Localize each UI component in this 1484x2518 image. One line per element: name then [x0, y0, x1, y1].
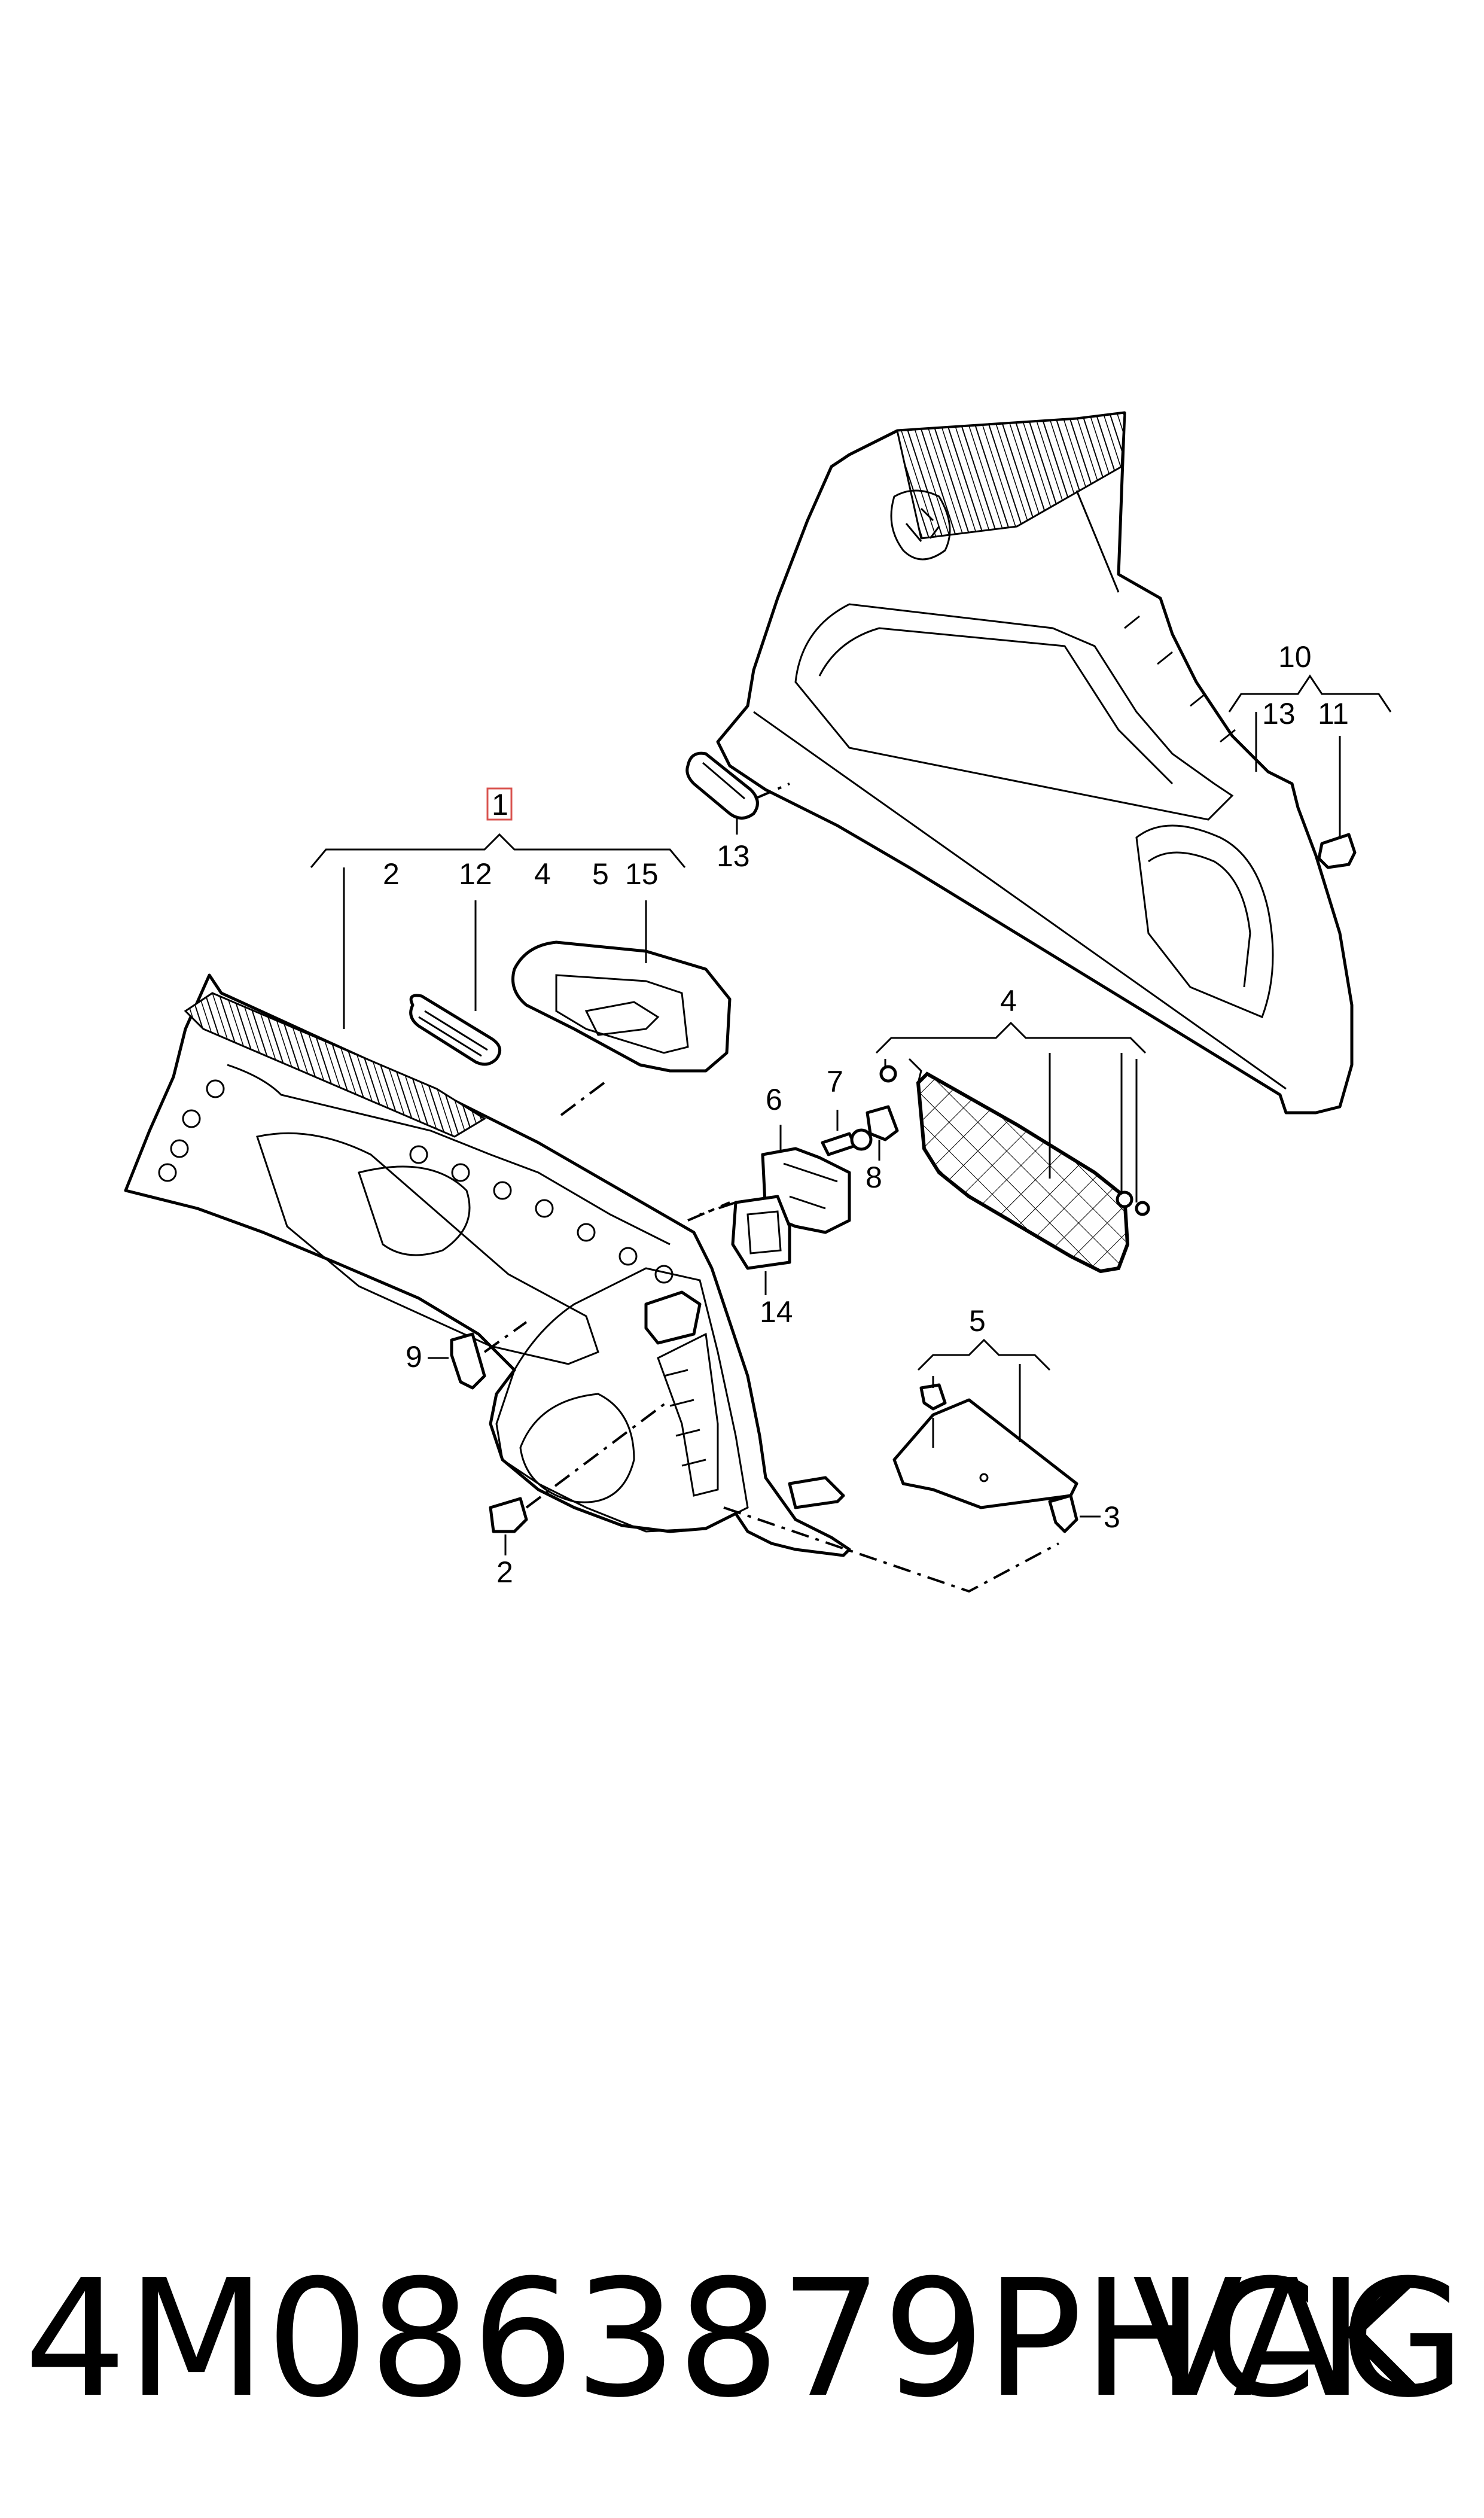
part-4-net — [908, 1058, 1130, 1274]
part-7-screw — [821, 1110, 873, 1156]
callout-13-right: 13 — [1262, 697, 1296, 730]
part-8-clip — [866, 1105, 899, 1161]
callout-11: 11 — [1318, 697, 1349, 730]
bracket-5-cover — [917, 1338, 1051, 1448]
part-5-cover — [892, 1383, 1078, 1509]
leader-13-left — [754, 783, 790, 800]
callout-6: 6 — [766, 1083, 782, 1116]
net-clip-right-a — [1116, 1191, 1133, 1208]
leader-2-bottom — [525, 1399, 671, 1509]
bracket-4-net — [875, 1021, 1147, 1202]
bracket-10 — [1228, 674, 1392, 838]
part-13-trim-strip — [685, 751, 759, 820]
callout-14: 14 — [760, 1295, 793, 1329]
callout-10: 10 — [1278, 640, 1312, 674]
leader-15-cover — [555, 1082, 605, 1120]
callout-4-top: 4 — [534, 857, 551, 891]
left-side-trim-panel — [124, 973, 851, 1557]
brand-label: VAG — [1132, 2245, 1465, 2433]
part-12-handle — [409, 994, 502, 1066]
callout-2-bottom: 2 — [496, 1555, 513, 1589]
part-14-module — [731, 1195, 791, 1295]
part-11-clip — [1317, 833, 1357, 869]
callout-7: 7 — [827, 1065, 843, 1098]
callout-2-top: 2 — [383, 857, 400, 891]
net-clip-right-b — [1135, 1201, 1150, 1216]
callout-4-net: 4 — [1000, 984, 1017, 1018]
callout-1: 1 — [492, 788, 508, 821]
part-number-code: 4M0863879PHCK — [24, 2245, 1423, 2433]
callout-5-cover: 5 — [969, 1304, 986, 1338]
part-3-clip — [1048, 1494, 1101, 1533]
leader-bracket-to-net — [687, 1201, 730, 1222]
right-side-trim-panel — [716, 411, 1354, 1115]
callout-3: 3 — [1104, 1500, 1120, 1534]
callout-5-top: 5 — [592, 857, 609, 891]
part-9-bracket — [428, 1332, 486, 1390]
callout-8: 8 — [866, 1161, 882, 1194]
callout-13-left: 13 — [717, 839, 750, 873]
footer-caption: 4M0863879PHCK VAG — [24, 2249, 1471, 2429]
callout-9: 9 — [406, 1340, 422, 1374]
leader-cover-to-panel — [723, 1506, 1059, 1593]
part-15-cover — [511, 940, 732, 1073]
bracket-1 — [310, 833, 686, 1029]
part-2-clip — [489, 1497, 528, 1555]
leader-14 — [699, 1201, 736, 1216]
callout-12-top: 12 — [459, 857, 492, 891]
callout-15-top: 15 — [625, 857, 659, 891]
callout-1-highlight — [486, 787, 513, 821]
leader-9 — [483, 1321, 528, 1353]
net-clip-left — [879, 1065, 897, 1083]
